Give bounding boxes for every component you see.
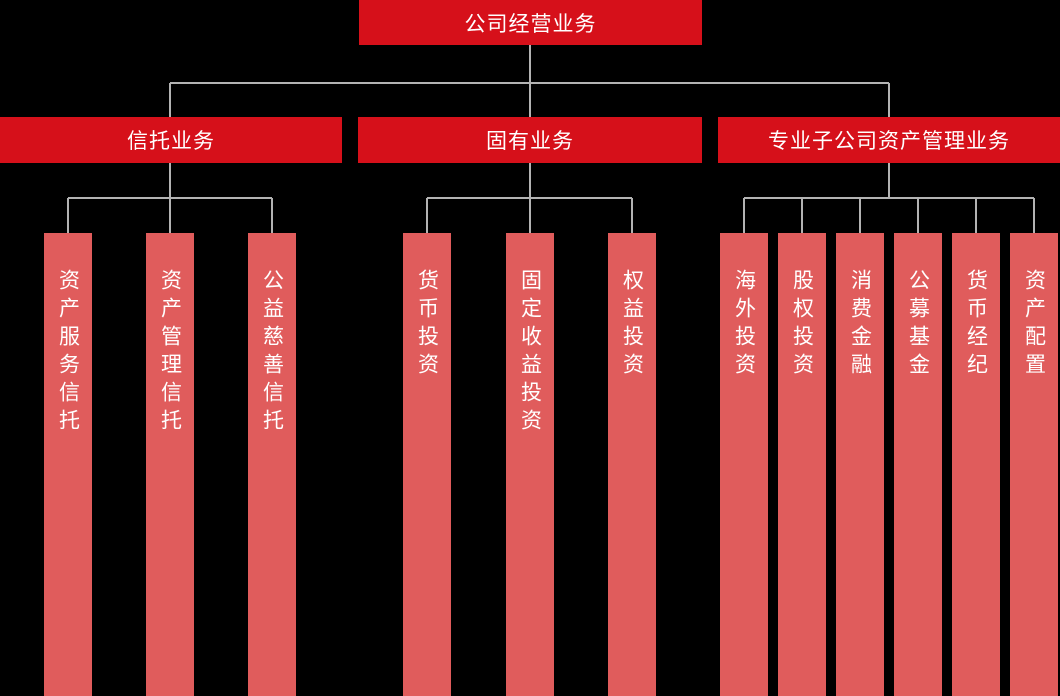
- node-leaf-label: 资产服务信托: [56, 269, 81, 437]
- node-leaf-label: 权益投资: [620, 269, 645, 381]
- node-leaf-private-equity-investment[interactable]: 股权投资: [778, 233, 826, 696]
- node-leaf-label: 资产配置: [1022, 269, 1047, 381]
- node-leaf-label: 固定收益投资: [518, 269, 543, 437]
- node-leaf-label: 资产管理信托: [158, 269, 183, 437]
- node-leaf-asset-allocation[interactable]: 资产配置: [1010, 233, 1058, 696]
- node-root[interactable]: 公司经营业务: [359, 0, 702, 45]
- node-leaf-asset-management-trust[interactable]: 资产管理信托: [146, 233, 194, 696]
- node-leaf-charitable-trust[interactable]: 公益慈善信托: [248, 233, 296, 696]
- node-leaf-fixed-income-investment[interactable]: 固定收益投资: [506, 233, 554, 696]
- node-branch-subsidiary-asset-mgmt[interactable]: 专业子公司资产管理业务: [718, 117, 1060, 163]
- node-leaf-label: 公募基金: [906, 269, 931, 381]
- node-leaf-asset-service-trust[interactable]: 资产服务信托: [44, 233, 92, 696]
- node-leaf-equity-investment[interactable]: 权益投资: [608, 233, 656, 696]
- node-leaf-money-broking[interactable]: 货币经纪: [952, 233, 1000, 696]
- node-leaf-label: 货币投资: [415, 269, 440, 381]
- node-leaf-label: 消费金融: [848, 269, 873, 381]
- node-branch-proprietary[interactable]: 固有业务: [358, 117, 702, 163]
- node-leaf-label: 货币经纪: [964, 269, 989, 381]
- node-leaf-overseas-investment[interactable]: 海外投资: [720, 233, 768, 696]
- node-leaf-label: 公益慈善信托: [260, 269, 285, 437]
- node-leaf-label: 股权投资: [790, 269, 815, 381]
- node-leaf-public-fund[interactable]: 公募基金: [894, 233, 942, 696]
- node-leaf-label: 海外投资: [732, 269, 757, 381]
- node-branch-trust[interactable]: 信托业务: [0, 117, 342, 163]
- node-leaf-consumer-finance[interactable]: 消费金融: [836, 233, 884, 696]
- node-leaf-money-market-investment[interactable]: 货币投资: [403, 233, 451, 696]
